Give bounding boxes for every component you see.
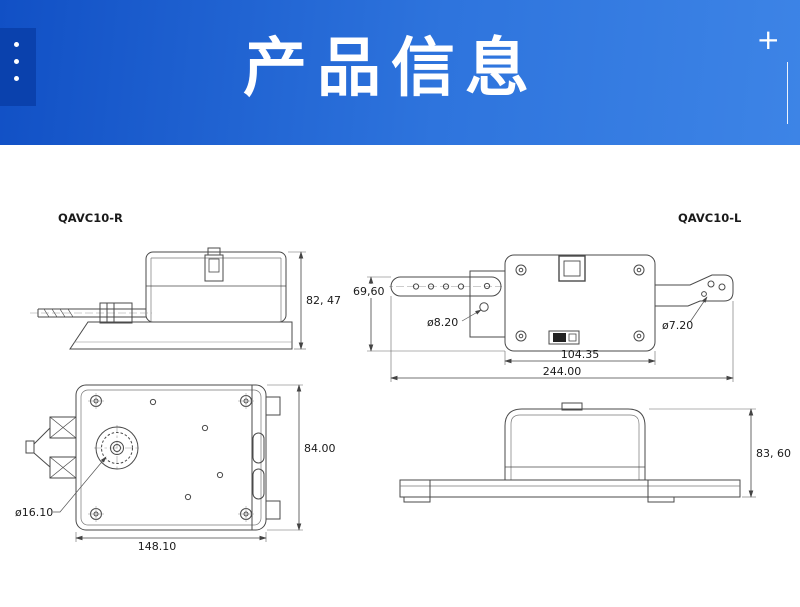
dim-front-height — [649, 408, 756, 498]
side-view-body — [145, 251, 287, 323]
technical-drawing-svg: QAVC10-R QAVC10-L 82, 47 — [15, 211, 791, 553]
corner-screws — [88, 393, 254, 522]
anti-rotation-bracket — [25, 416, 77, 479]
menu-dots-icon — [0, 28, 36, 106]
side-view-drawing — [30, 247, 306, 350]
switch-slider — [553, 333, 566, 342]
side-tab — [265, 396, 281, 416]
plan-view-drawing — [25, 384, 303, 542]
dim-label-front-height: 83, 60 — [756, 447, 791, 460]
dot-icon — [14, 59, 19, 64]
actuator-body-top — [504, 254, 656, 352]
dim-label-plan-width: 148.10 — [138, 540, 177, 553]
drawing-area: QAVC10-R QAVC10-L 82, 47 — [0, 145, 800, 603]
dim-side-height — [288, 251, 306, 350]
corner-screws — [515, 264, 645, 342]
front-view-body — [504, 408, 646, 480]
dim-label-plan-height: 84.00 — [304, 442, 336, 455]
decorative-line — [787, 62, 788, 124]
front-view-base — [399, 479, 741, 498]
leader-right-hole — [689, 296, 708, 323]
top-view-drawing — [367, 254, 734, 382]
side-tab — [265, 500, 281, 520]
left-crank-arm — [390, 276, 502, 297]
header-banner: 产品信息 + — [0, 0, 800, 145]
dot-icon — [14, 76, 19, 81]
bracket-hole — [479, 302, 489, 312]
right-crank-arm — [655, 274, 734, 307]
dim-label-side-height: 82, 47 — [306, 294, 341, 307]
front-view-drawing — [399, 402, 756, 503]
leader-left-hole — [461, 309, 482, 322]
dim-plan-width — [75, 532, 267, 542]
top-connector — [558, 255, 586, 282]
dim-overall-width — [390, 296, 734, 382]
cable-clip — [204, 254, 224, 282]
leader-shaft-dia — [53, 456, 107, 513]
dim-label-arm-height: 69,60 — [353, 285, 385, 298]
dim-label-overall-width: 244.00 — [543, 365, 582, 378]
shaft-clamp — [99, 302, 133, 324]
top-clip-front — [561, 402, 583, 411]
shaft-knob — [94, 425, 140, 471]
foot-tab — [647, 496, 675, 503]
dot-icon — [14, 42, 19, 47]
dim-label-body-width: 104.35 — [561, 348, 600, 361]
slot — [252, 468, 265, 500]
slot — [252, 432, 265, 464]
dim-label-bg — [351, 284, 389, 298]
page-title: 产品信息 — [243, 32, 539, 106]
switch-slot — [548, 330, 580, 345]
side-view-base — [69, 321, 293, 350]
dim-label-shaft-dia: ø16.10 — [15, 506, 53, 519]
model-label-right: QAVC10-R — [58, 211, 123, 225]
model-label-left: QAVC10-L — [678, 211, 742, 225]
foot-tab — [403, 496, 431, 503]
dim-plan-height — [267, 384, 303, 531]
dim-label-right-hole: ø7.20 — [662, 319, 693, 332]
plus-icon: + — [756, 23, 780, 56]
dim-body-width — [504, 351, 656, 365]
dim-label-left-hole: ø8.20 — [427, 316, 458, 329]
